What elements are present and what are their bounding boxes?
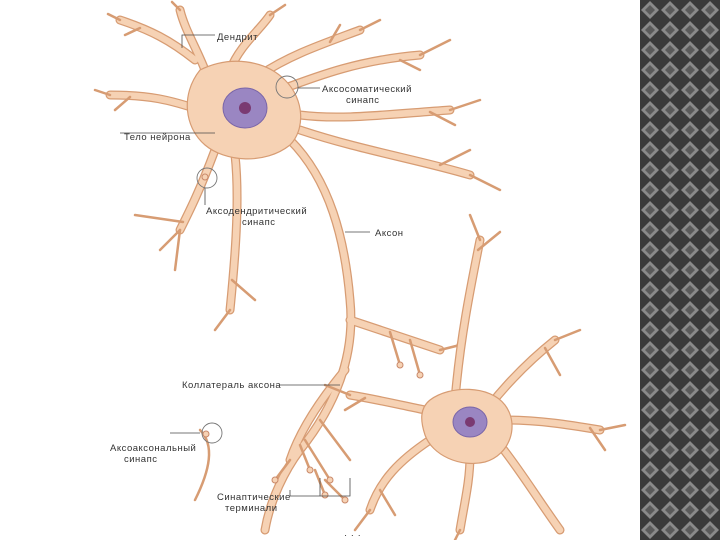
label-axoaxonal-2: синапс	[124, 454, 157, 465]
label-axon: Аксон	[375, 228, 404, 239]
label-axodendritic-1: Аксодендритический	[206, 206, 307, 217]
label-dendrite: Дендрит	[217, 32, 258, 43]
label-axosomatic-2: синапс	[346, 95, 379, 106]
label-cell-body: Тело нейрона	[124, 132, 191, 143]
label-axosomatic-1: Аксосоматический	[322, 84, 412, 95]
label-terminals-2: терминали	[225, 503, 278, 514]
lower-nucleolus	[465, 417, 475, 427]
footer-marks: · · ·	[344, 530, 361, 540]
label-terminals-1: Синаптические	[217, 492, 291, 503]
lower-neuron-processes	[325, 215, 625, 540]
label-collateral: Коллатераль аксона	[182, 380, 281, 391]
label-axoaxonal-1: Аксоаксональный	[110, 443, 196, 454]
label-axodendritic-2: синапс	[242, 217, 275, 228]
neuron-diagram: Дендрит Аксосоматический синапс Тело ней…	[0, 0, 640, 540]
side-diamond-pattern	[640, 0, 720, 540]
upper-nucleolus	[239, 102, 251, 114]
